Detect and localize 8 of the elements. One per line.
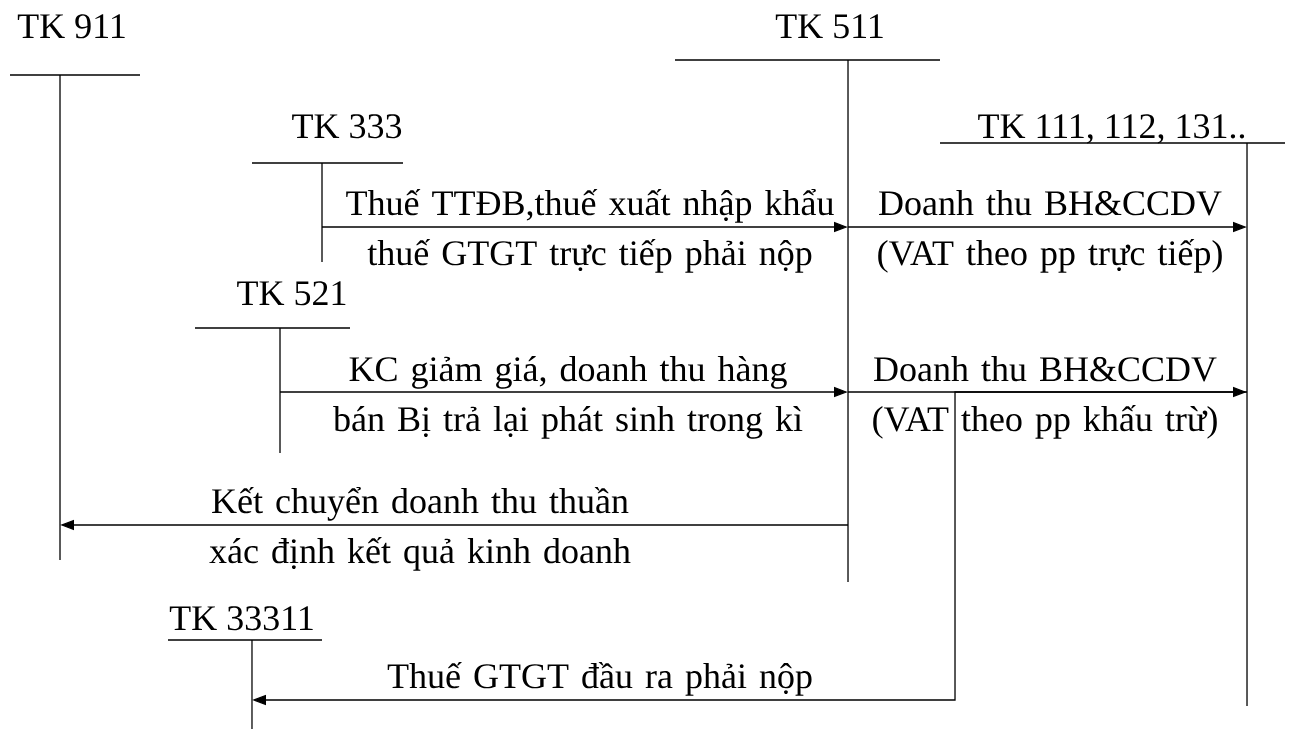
edge-label: Kết chuyển doanh thu thuần xác định kết quả kinh doanh [209, 486, 631, 571]
edge-label: KC giảm giá, doanh thu hàng bán Bị trả lại phát sinh trong kì [333, 355, 803, 439]
edge-label: Thuế GTGT đầu ra phải nộp [387, 661, 812, 696]
edge-label: Doanh thu BH&CCDV (VAT theo pp khấu trừ) [873, 356, 1217, 439]
t-account: TK 911 [9, 14, 141, 561]
t-account: TK 33311 [167, 606, 323, 729]
edge-label: Doanh thu BH&CCDV (VAT theo pp trực tiếp) [878, 190, 1222, 273]
edge-label: Thuế TTĐB,thuế xuất nhập khẩu thuế GTGT trực tiếp phải nộp [346, 188, 834, 273]
